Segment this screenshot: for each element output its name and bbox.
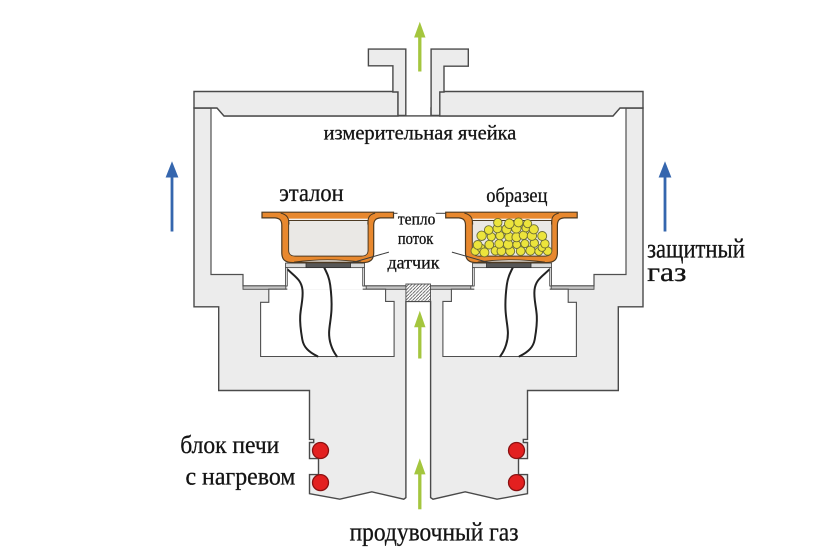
svg-text:тепло: тепло [398,210,436,229]
svg-text:эталон: эталон [279,180,343,207]
svg-text:измерительная ячейка: измерительная ячейка [324,121,517,145]
svg-text:образец: образец [486,185,547,207]
svg-text:с нагревом: с нагревом [186,462,296,491]
svg-text:продувочный газ: продувочный газ [350,517,519,546]
svg-text:датчик: датчик [388,252,440,272]
svg-text:защитный: защитный [647,233,745,263]
svg-text:поток: поток [398,229,434,248]
svg-text:блок печи: блок печи [180,430,279,459]
svg-text:газ: газ [647,257,686,287]
